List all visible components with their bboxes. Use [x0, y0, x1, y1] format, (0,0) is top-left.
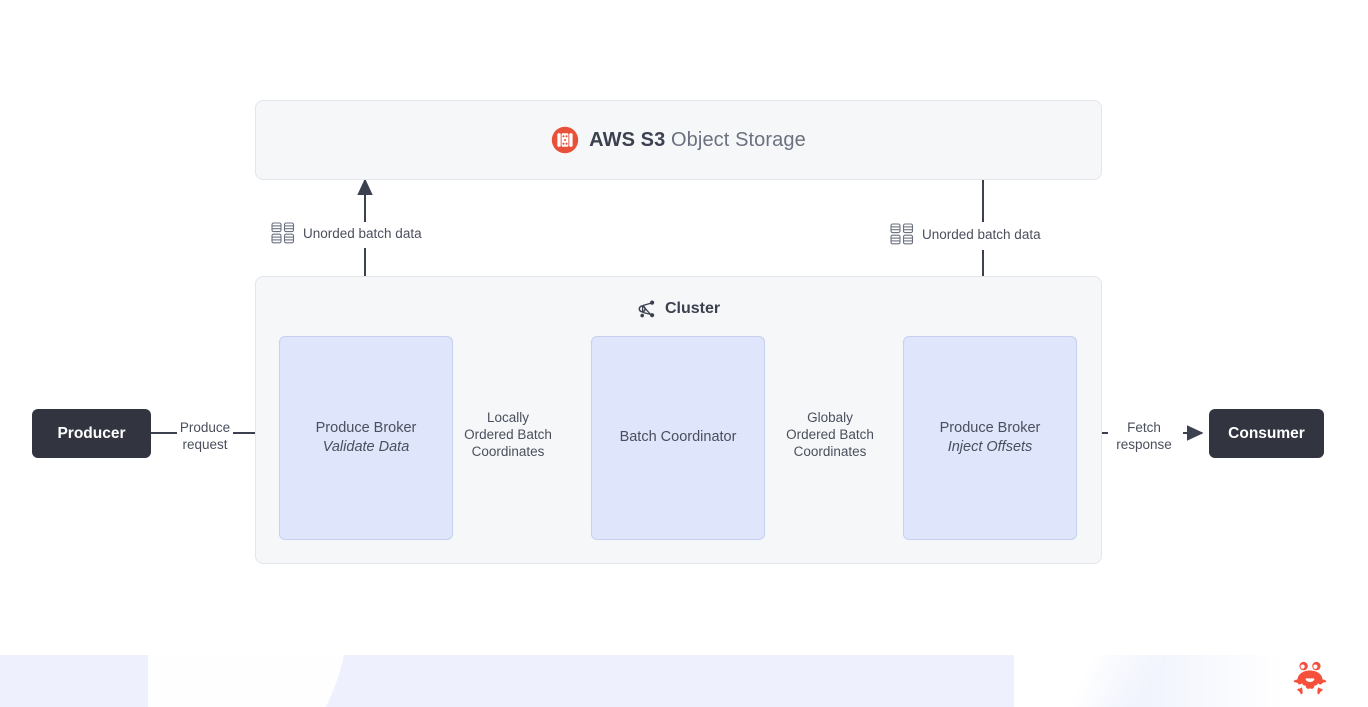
node-produce-broker-validate[interactable]: Produce Broker Validate Data	[279, 336, 453, 540]
edge-label-locally-ordered: Locally Ordered Batch Coordinates	[464, 410, 552, 459]
cluster-header: Cluster	[256, 299, 1101, 319]
aws-s3-object-storage-panel: AWS S3 Object Storage	[255, 100, 1102, 180]
aws-s3-title-strong: AWS S3	[589, 128, 666, 151]
edge-label-fetch-response: Fetch response	[1116, 420, 1172, 452]
node-title: Produce Broker	[315, 419, 417, 436]
crab-logo-icon	[1293, 661, 1327, 695]
node-subtitle: Inject Offsets	[947, 439, 1033, 455]
edge-label-globaly-ordered: Globaly Ordered Batch Coordinates	[786, 410, 874, 459]
band-curve-left	[148, 655, 348, 707]
node-batch-coordinator[interactable]: Batch Coordinator	[591, 336, 765, 540]
storage-flow-upload-label: Unorded batch data	[303, 225, 422, 241]
aws-s3-title-light: Object Storage	[671, 128, 806, 151]
node-title: Batch Coordinator	[619, 429, 737, 446]
endpoint-consumer-label: Consumer	[1228, 424, 1305, 442]
edge-label-produce-request: Produce request	[179, 420, 231, 452]
bottom-decorative-band	[0, 655, 1368, 707]
network-nodes-icon	[638, 300, 655, 318]
node-subtitle: Validate Data	[322, 439, 410, 455]
endpoint-producer[interactable]: Producer	[32, 409, 151, 458]
node-produce-broker-inject[interactable]: Produce Broker Inject Offsets	[903, 336, 1077, 540]
endpoint-producer-label: Producer	[57, 424, 126, 442]
endpoint-consumer[interactable]: Consumer	[1209, 409, 1324, 458]
storage-flow-download-label: Unorded batch data	[922, 226, 1041, 242]
database-grid-icon	[271, 222, 295, 244]
cluster-title: Cluster	[664, 300, 721, 317]
database-grid-icon	[890, 223, 914, 245]
aws-s3-title: AWS S3 Object Storage	[589, 129, 806, 152]
storage-flow-upload: Unorded batch data	[271, 222, 422, 244]
aws-s3-icon	[551, 126, 579, 154]
node-title: Produce Broker	[939, 419, 1041, 436]
storage-flow-download: Unorded batch data	[890, 223, 1041, 245]
